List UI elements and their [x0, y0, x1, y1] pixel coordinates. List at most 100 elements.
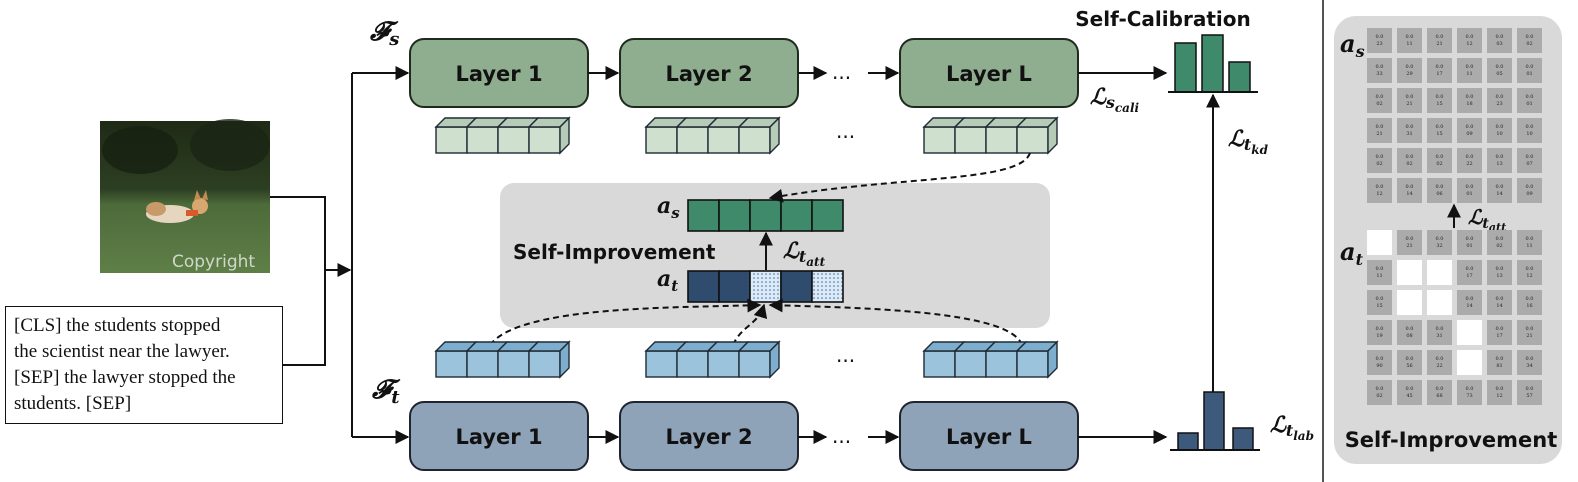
a-s-matrix-cell-value: 0.0	[1526, 64, 1534, 70]
a-s-matrix-cell-value: 0.0	[1496, 124, 1504, 130]
a-t-matrix-cell-value: 0.0	[1466, 296, 1474, 302]
a-t-matrix-cell	[1457, 230, 1482, 255]
a-t-matrix-cell-value: 0.0	[1436, 356, 1444, 362]
a-t-matrix-cell	[1457, 290, 1482, 315]
a-s-cell	[811, 199, 844, 232]
token-cube	[676, 126, 709, 154]
right-panel-title: Self-Improvement	[1345, 428, 1558, 452]
a-t-cell	[749, 270, 782, 303]
a-t-matrix-cell-value: 14	[1496, 303, 1502, 309]
input-text-line-3: [SEP] the lawyer stopped the	[14, 367, 236, 388]
a-s-matrix-cell-value: 0.0	[1436, 64, 1444, 70]
a-t-matrix-cell-value: 02	[1376, 393, 1382, 399]
token-cube	[985, 126, 1018, 154]
a-s-matrix-cell	[1427, 28, 1452, 53]
a-t-matrix-cell	[1487, 260, 1512, 285]
a-t-matrix-cell-value: 15	[1376, 303, 1382, 309]
a-t-matrix-cell-value: 32	[1436, 243, 1442, 249]
a-t-matrix-cell	[1517, 230, 1542, 255]
token-cube	[645, 126, 678, 154]
a-t-matrix-cell-value: 17	[1466, 273, 1472, 279]
a-s-matrix-cell	[1427, 148, 1452, 173]
a-s-matrix-cell-value: 01	[1466, 191, 1472, 197]
a-t-matrix-cell	[1427, 260, 1452, 285]
a-s-matrix-cell-value: 14	[1496, 191, 1502, 197]
token-cube	[645, 350, 678, 378]
a-t-matrix-cell-value: 31	[1436, 333, 1442, 339]
a-s-matrix-cell-value: 23	[1496, 101, 1502, 107]
a-t-matrix-cell-value: 13	[1496, 273, 1502, 279]
student-layer-L-label: Layer L	[946, 62, 1032, 86]
token-cube	[528, 350, 561, 378]
student-output-distribution	[1168, 34, 1258, 93]
a-t-matrix-cell	[1517, 350, 1542, 375]
a-t-matrix-cell-value: 21	[1526, 333, 1532, 339]
a-t-label: at	[657, 266, 678, 295]
svg-text:𝓕s: 𝓕s	[369, 17, 399, 50]
a-t-cell	[687, 270, 720, 303]
a-s-matrix-cell-value: 0.0	[1496, 34, 1504, 40]
a-s-matrix-cell-value: 0.0	[1406, 34, 1414, 40]
dashed-arrows	[489, 152, 1031, 346]
a-s-matrix-cell-value: 0.0	[1466, 94, 1474, 100]
a-s-matrix-cell-value: 02	[1376, 101, 1382, 107]
a-s-matrix-cell-value: 17	[1436, 71, 1442, 77]
a-t-matrix-cell	[1457, 350, 1482, 375]
a-s-matrix-cell-value: 01	[1526, 71, 1532, 77]
a-s-matrix-cell-value: 14	[1406, 191, 1412, 197]
teacher-layer-L: Layer L	[899, 401, 1079, 471]
teacher-layer-1: Layer 1	[409, 401, 589, 471]
token-cube	[1016, 126, 1049, 154]
teacher-layer-2: Layer 2	[619, 401, 799, 471]
a-s-matrix-cell-value: 0.0	[1436, 94, 1444, 100]
teacher-label: 𝓕t	[371, 375, 401, 408]
a-s-matrix-cell-value: 0.0	[1526, 124, 1534, 130]
a-s-matrix-cell	[1487, 148, 1512, 173]
a-t-matrix-cell-value: 19	[1376, 333, 1382, 339]
student-cube-row-3	[922, 116, 1059, 155]
a-s-matrix-cell	[1457, 118, 1482, 143]
a-s-matrix-cell	[1487, 58, 1512, 83]
a-t-matrix-cell-value: 0.0	[1406, 386, 1414, 392]
token-cube	[466, 126, 499, 154]
a-s-matrix-cell	[1397, 58, 1422, 83]
a-t-matrix-cell	[1427, 380, 1452, 405]
token-cube	[738, 126, 771, 154]
a-t-matrix-cell-value: 17	[1496, 333, 1502, 339]
a-s-matrix-cell	[1397, 148, 1422, 173]
token-cube	[707, 126, 740, 154]
a-s-matrix-cell-value: 0.0	[1466, 154, 1474, 160]
teacher-cube-row-3	[922, 340, 1059, 379]
a-t-matrix-cell	[1397, 260, 1422, 285]
a-s-matrix-cell-value: 10	[1496, 131, 1502, 137]
a-s-matrix-cell-value: 11	[1406, 41, 1412, 47]
a-t-matrix-cell-value: 11	[1376, 273, 1382, 279]
token-cube	[738, 350, 771, 378]
a-s-matrix-cell	[1397, 88, 1422, 113]
a-s-matrix-cell-value: 0.0	[1526, 154, 1534, 160]
a-t-matrix-cell-value: 22	[1436, 363, 1442, 369]
right-a-t-label: at	[1340, 237, 1364, 269]
a-t-matrix-cell-value: 12	[1526, 273, 1532, 279]
input-connectors	[270, 66, 410, 444]
a-t-matrix-cell	[1487, 320, 1512, 345]
token-cube	[707, 350, 740, 378]
student-cube-row-1	[434, 116, 571, 155]
a-s-matrix-cell-value: 31	[1406, 131, 1412, 137]
loss-t-kd: ℒtkd	[1228, 126, 1269, 157]
a-s-matrix-cell	[1367, 58, 1392, 83]
a-s-matrix-cell-value: 23	[1376, 41, 1382, 47]
self-calibration-title: Self-Calibration	[1075, 7, 1250, 31]
a-s-cell	[687, 199, 720, 232]
a-s-matrix-cell-value: 06	[1436, 191, 1442, 197]
a-s-matrix-cell	[1427, 178, 1452, 203]
loss-t-lab: ℒtlab	[1270, 412, 1314, 443]
a-s-matrix-cell	[1517, 88, 1542, 113]
input-text-line-1: [CLS] the students stopped	[14, 315, 221, 336]
a-t-matrix-cell	[1397, 350, 1422, 375]
a-s-matrix-cell-value: 01	[1526, 101, 1532, 107]
a-s-cell	[780, 199, 813, 232]
a-s-matrix-cell	[1517, 118, 1542, 143]
a-s-matrix-cell	[1517, 148, 1542, 173]
